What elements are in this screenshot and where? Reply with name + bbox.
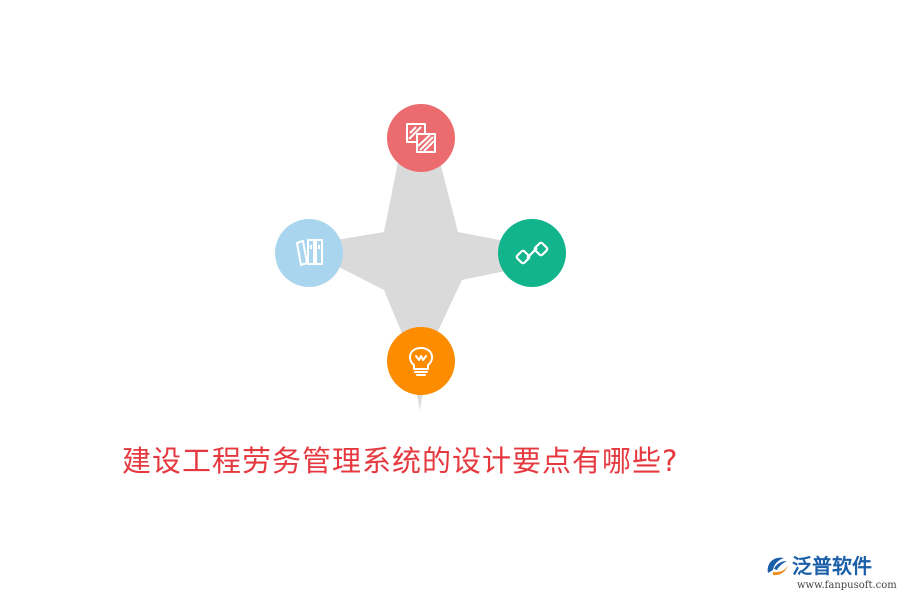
page-title: 建设工程劳务管理系统的设计要点有哪些? (122, 444, 679, 478)
brand-name: 泛普软件 (792, 554, 872, 578)
node-bottom (387, 327, 455, 395)
fanpu-logo-icon (767, 557, 788, 576)
books-icon (296, 239, 323, 266)
node-top (387, 104, 455, 172)
link-icon (515, 241, 549, 265)
node-right (498, 219, 566, 287)
node-left (275, 219, 343, 287)
brand-domain: www.fanpusoft.com (797, 580, 897, 591)
layers-icon (406, 123, 436, 153)
star-shape (324, 162, 510, 410)
brand-watermark: 泛普软件 www.fanpusoft.com (764, 553, 897, 593)
node-bottom-circle (387, 327, 455, 395)
lightbulb-icon (408, 347, 434, 376)
